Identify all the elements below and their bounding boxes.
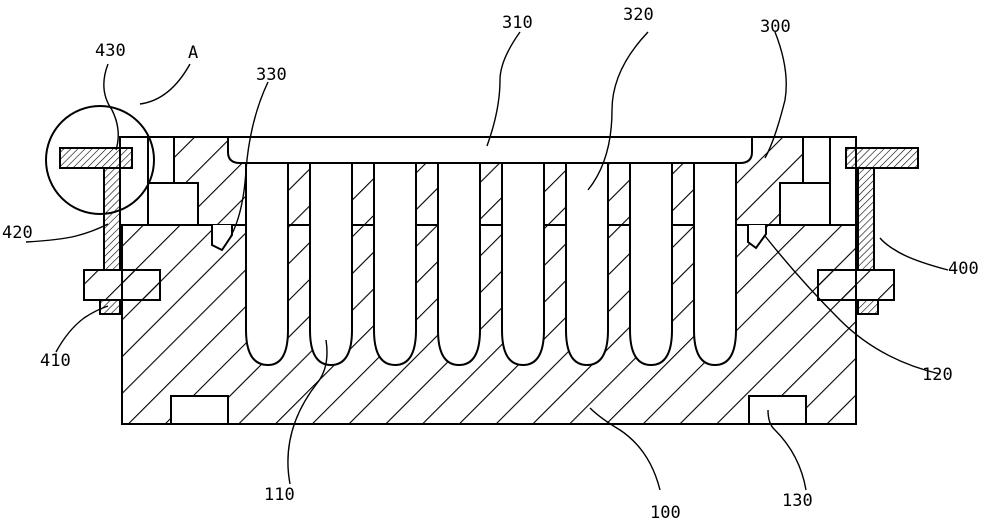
tube-cavities-110 xyxy=(245,162,737,367)
clamp-plate-400 xyxy=(817,269,895,301)
top-cavity-310 xyxy=(227,136,753,164)
label-420: 420 xyxy=(2,223,33,243)
label-120: 120 xyxy=(922,365,953,385)
bottom-recess-130-left xyxy=(170,395,229,425)
label-430: 430 xyxy=(95,41,126,61)
label-300: 300 xyxy=(760,17,791,37)
bolt-430-right xyxy=(845,147,919,169)
locating-lug-120 xyxy=(747,225,767,250)
detail-circle-A xyxy=(45,105,155,215)
bottom-recess-130-right xyxy=(748,395,807,425)
label-110: 110 xyxy=(264,485,295,505)
side-clamp-left xyxy=(59,147,161,315)
leader-lines xyxy=(25,31,949,491)
label-330: 330 xyxy=(256,65,287,85)
upper-mold-300 xyxy=(119,136,857,226)
clamp-bar-420 xyxy=(103,167,121,271)
label-320: 320 xyxy=(623,5,654,25)
label-130: 130 xyxy=(782,491,813,511)
label-A: A xyxy=(188,43,198,63)
side-clamp-right xyxy=(817,147,919,315)
bolt-430-left xyxy=(59,147,133,169)
part-labels: 310 320 300 430 A 330 420 400 410 120 11… xyxy=(2,5,979,523)
label-400: 400 xyxy=(948,259,979,279)
label-310: 310 xyxy=(502,13,533,33)
locating-lug-330 xyxy=(211,225,233,252)
lower-mold-100 xyxy=(121,224,857,425)
clamp-plate-410 xyxy=(83,269,161,301)
label-100: 100 xyxy=(650,503,681,523)
label-410: 410 xyxy=(40,351,71,371)
